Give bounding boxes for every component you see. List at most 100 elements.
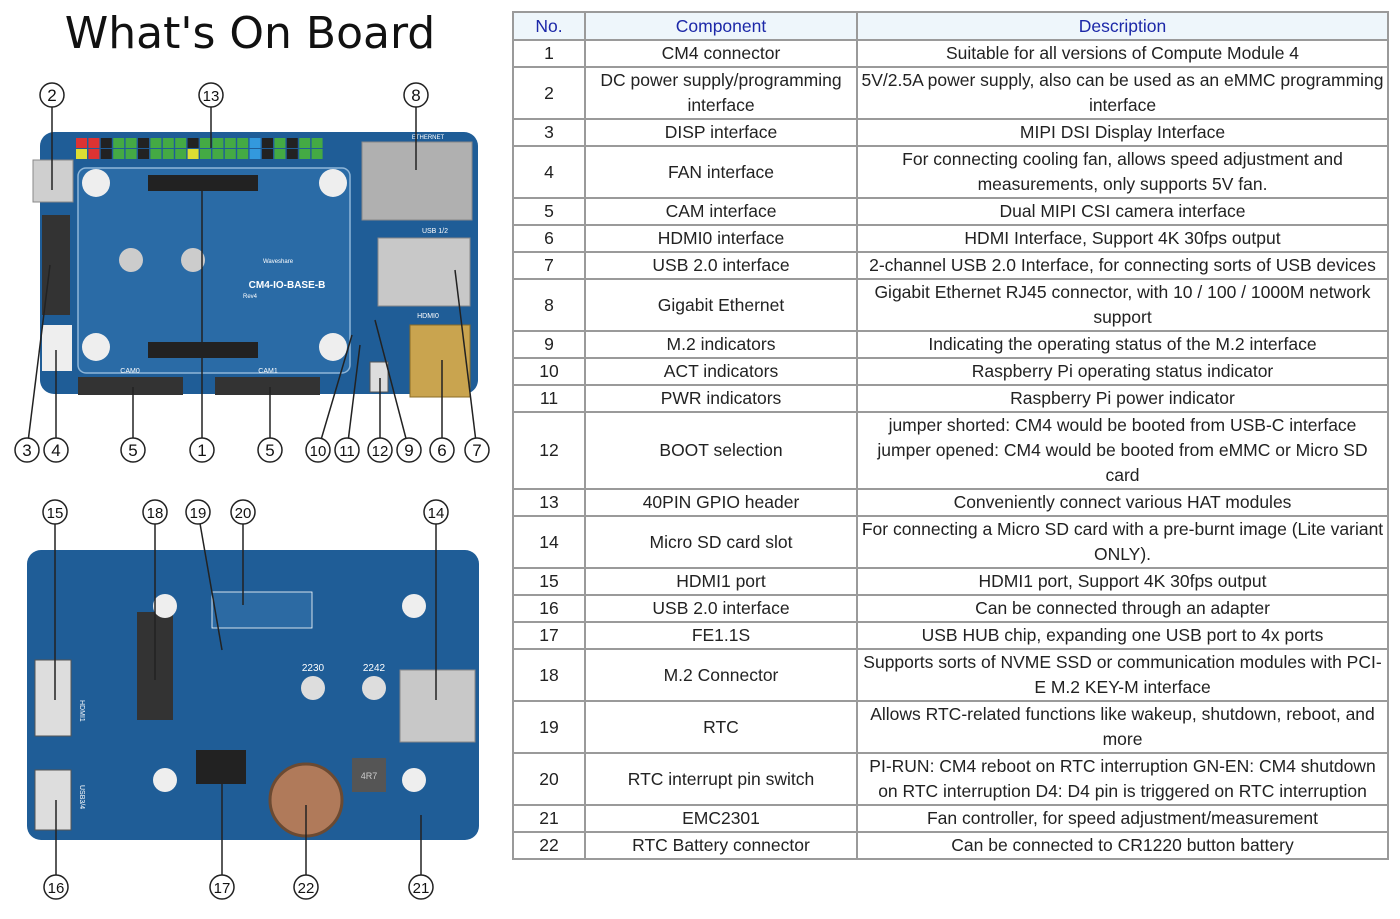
svg-text:4: 4	[51, 441, 60, 460]
header-component: Component	[584, 11, 858, 41]
gpio-pin	[187, 138, 199, 148]
gpio-pin	[113, 149, 125, 159]
cam1-connector	[215, 377, 320, 395]
svg-text:18: 18	[147, 505, 164, 522]
cell-description: Can be connected to CR1220 button batter…	[856, 831, 1389, 860]
cam1-label: CAM1	[258, 368, 278, 375]
board-diagram: CM4-IO-BASE-B Rev4 Waveshare CAM0 CAM1 H…	[14, 82, 490, 900]
header-no: No.	[512, 11, 586, 41]
boot-jumper	[369, 361, 389, 393]
cell-description: Supports sorts of NVME SSD or communicat…	[856, 648, 1389, 702]
svg-text:8: 8	[411, 86, 420, 105]
gpio-pin	[286, 149, 298, 159]
usb-c-port	[32, 159, 74, 203]
cell-description: Indicating the operating status of the M…	[856, 330, 1389, 359]
cm4-connector-top	[148, 175, 258, 191]
cell-component: DISP interface	[584, 118, 858, 147]
gpio-pin	[237, 138, 249, 148]
svg-text:3: 3	[22, 441, 31, 460]
cell-no: 16	[512, 594, 586, 623]
hdmi0-label: HDMI0	[417, 313, 439, 320]
bottom-board: 2230 2242 HDMI1 USB3/4 4R7	[27, 550, 479, 840]
cell-no: 11	[512, 384, 586, 413]
cell-no: 7	[512, 251, 586, 280]
cell-description: HDMI1 port, Support 4K 30fps output	[856, 567, 1389, 596]
cell-no: 17	[512, 621, 586, 650]
callout-20: 20	[230, 499, 256, 605]
cell-component: CAM interface	[584, 197, 858, 226]
gpio-pin	[150, 138, 162, 148]
gpio-pin	[299, 149, 311, 159]
cell-no: 15	[512, 567, 586, 596]
cell-no: 22	[512, 831, 586, 860]
gpio-pin	[76, 138, 87, 148]
gpio-pin	[125, 149, 137, 159]
cell-no: 1	[512, 39, 586, 68]
cell-component: RTC Battery connector	[584, 831, 858, 860]
cell-component: M.2 Connector	[584, 648, 858, 702]
gpio-pin	[88, 149, 100, 159]
cell-component: PWR indicators	[584, 384, 858, 413]
gpio-pin	[113, 138, 125, 148]
cell-component: FAN interface	[584, 145, 858, 199]
svg-text:12: 12	[372, 443, 389, 460]
cell-description: Fan controller, for speed adjustment/mea…	[856, 804, 1389, 833]
cell-component: 40PIN GPIO header	[584, 488, 858, 517]
gpio-pin	[76, 149, 87, 159]
gpio-pin	[249, 138, 261, 148]
cm4-connector-bottom	[148, 342, 258, 358]
gpio-pin	[88, 138, 100, 148]
svg-text:14: 14	[428, 505, 445, 522]
cell-component: HDMI0 interface	[584, 224, 858, 253]
gpio-pin	[138, 138, 149, 148]
cell-description: 5V/2.5A power supply, also can be used a…	[856, 66, 1389, 120]
cell-component: HDMI1 port	[584, 567, 858, 596]
cell-component: USB 2.0 interface	[584, 594, 858, 623]
ethernet-port	[361, 141, 473, 221]
cell-description: Allows RTC-related functions like wakeup…	[856, 700, 1389, 754]
callout-16: 16	[43, 800, 69, 900]
callout-21: 21	[408, 815, 434, 900]
micro-sd-slot	[399, 669, 476, 743]
gpio-pin	[262, 138, 273, 148]
cell-no: 4	[512, 145, 586, 199]
header-description: Description	[856, 11, 1389, 41]
callout-18: 18	[142, 499, 168, 680]
board-rev-label: Rev4	[243, 294, 258, 300]
cell-component: FE1.1S	[584, 621, 858, 650]
callout-5: 5	[120, 387, 146, 463]
gpio-pin	[212, 138, 224, 148]
gpio-pin	[224, 149, 236, 159]
cell-component: CM4 connector	[584, 39, 858, 68]
top-board: CM4-IO-BASE-B Rev4 Waveshare CAM0 CAM1 H…	[32, 132, 478, 398]
inductor	[352, 758, 386, 792]
cell-no: 2	[512, 66, 586, 120]
cell-description: HDMI Interface, Support 4K 30fps output	[856, 224, 1389, 253]
cell-no: 3	[512, 118, 586, 147]
callout-12: 12	[367, 378, 393, 463]
svg-text:1: 1	[197, 441, 206, 460]
cell-no: 19	[512, 700, 586, 754]
gpio-pin	[187, 149, 199, 159]
cam0-connector	[78, 377, 183, 395]
gpio-pin	[274, 138, 286, 148]
gpio-pin	[299, 138, 311, 148]
svg-text:19: 19	[190, 505, 207, 522]
hdmi1-port	[34, 659, 72, 737]
cell-no: 10	[512, 357, 586, 386]
